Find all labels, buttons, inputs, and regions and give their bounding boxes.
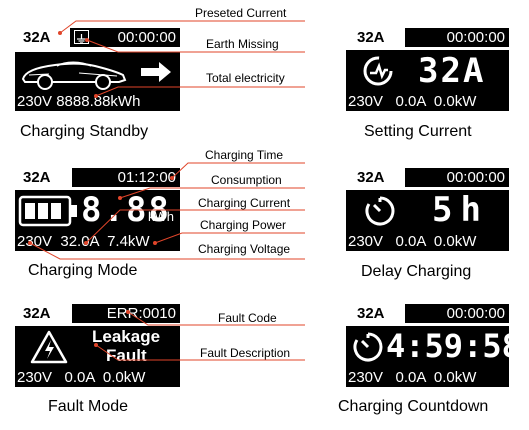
countdown-big-value: 4:59:58	[386, 327, 521, 365]
car-icon	[21, 61, 127, 90]
callout-charging-voltage: Charging Voltage	[198, 242, 291, 256]
countdown-caption: Charging Countdown	[338, 398, 489, 415]
callout-total-electricity: Total electricity	[206, 71, 285, 85]
fault-screen: Leakage Fault	[15, 326, 180, 368]
countdown-screen: 4:59:58	[346, 326, 521, 368]
setting-big-value: 32A	[418, 51, 486, 91]
fault-desc-line2: Fault	[106, 346, 147, 365]
setting-timer: 00:00:00	[405, 28, 509, 47]
setting-status-bar: 230V 0.0A 0.0kW	[346, 92, 509, 111]
warning-triangle-icon	[30, 330, 68, 364]
fault-code-box: ERR:0010	[72, 304, 180, 323]
countdown-current-label: 32A	[357, 305, 385, 322]
setting-current-label: 32A	[357, 29, 385, 46]
callout-fault-code: Fault Code	[218, 311, 277, 325]
current-setting-icon	[363, 56, 393, 86]
fault-status-bar: 230V 0.0A 0.0kW	[15, 368, 180, 387]
countdown-timer: 00:00:00	[405, 304, 509, 323]
timer-icon	[353, 332, 383, 362]
standby-screen	[15, 52, 180, 92]
setting-caption: Setting Current	[364, 123, 472, 140]
callout-charging-time: Charging Time	[205, 148, 284, 162]
charging-timer: 01:12:00	[72, 168, 180, 187]
timer-icon	[365, 196, 395, 226]
delay-screen: 5h	[346, 190, 509, 232]
charging-status-bar: 230V 32.0A 7.4kW	[15, 232, 180, 251]
delay-current-label: 32A	[357, 169, 385, 186]
battery-icon	[18, 195, 77, 227]
delay-status-bar: 230V 0.0A 0.0kW	[346, 232, 509, 251]
earth-missing-icon	[74, 30, 89, 44]
fault-desc-line1: Leakage	[92, 327, 161, 346]
delay-timer: 00:00:00	[405, 168, 509, 187]
fault-current-label: 32A	[23, 305, 51, 322]
callout-consumption: Consumption	[211, 173, 282, 187]
callout-preseted-current: Preseted Current	[195, 6, 287, 20]
charging-current-label: 32A	[23, 169, 51, 186]
delay-big-value: 5h	[432, 190, 489, 230]
callout-charging-power: Charging Power	[200, 218, 287, 232]
charging-caption: Charging Mode	[28, 262, 138, 279]
countdown-status-bar: 230V 0.0A 0.0kW	[346, 368, 509, 387]
standby-caption: Charging Standby	[20, 123, 149, 140]
setting-screen: 32A	[346, 50, 509, 92]
callout-earth-missing: Earth Missing	[206, 37, 279, 51]
standby-time: 00:00:00	[117, 29, 176, 46]
plug-icon	[141, 62, 171, 82]
callout-fault-description: Fault Description	[200, 346, 291, 360]
charging-screen: 8.88 kWh	[15, 190, 180, 232]
delay-caption: Delay Charging	[361, 263, 472, 280]
fault-caption: Fault Mode	[48, 398, 129, 415]
charging-big-unit: kWh	[148, 209, 174, 224]
standby-timer: 00:00:00	[70, 28, 180, 47]
callout-charging-current: Charging Current	[198, 196, 291, 210]
standby-status-bar: 230V 8888.88kWh	[15, 92, 180, 111]
standby-current-label: 32A	[23, 29, 51, 46]
